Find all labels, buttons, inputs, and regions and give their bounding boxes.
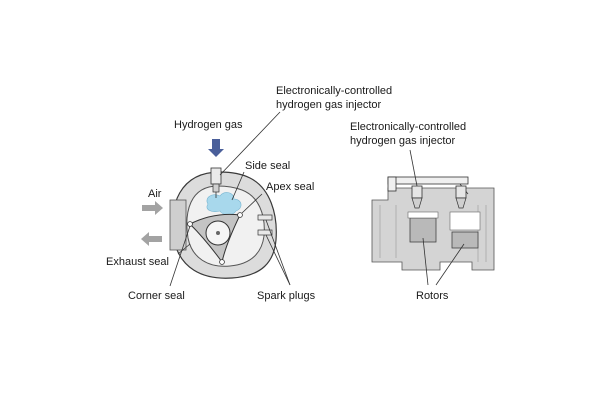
leader-exhaust-seal: [177, 243, 191, 255]
spark-plugs: [257, 214, 273, 236]
air-arrow: [142, 201, 163, 215]
label-injector-right-line1: Electronically-controlled: [350, 121, 466, 133]
label-air: Air: [148, 188, 162, 200]
port-block: [169, 199, 187, 251]
leader-injector-right: [409, 149, 418, 187]
label-injector-right-line2: hydrogen gas injector: [350, 135, 456, 147]
shaft-center: [216, 231, 220, 235]
leader-spark-plug-1: [265, 219, 291, 286]
rotary-engine-left: [141, 111, 291, 287]
leader-corner-seal: [169, 225, 191, 287]
label-corner-seal: Corner seal: [128, 290, 185, 302]
bottom-seal-dot: [219, 259, 225, 265]
hydrogen-injector-left: [210, 167, 222, 198]
leader-rotors-1: [422, 237, 429, 286]
corner-seal-dot: [187, 221, 193, 227]
leader-rotors-2: [435, 243, 465, 286]
label-rotors: Rotors: [416, 290, 449, 302]
label-apex-seal: Apex seal: [266, 181, 314, 193]
leader-side-seal: [231, 171, 245, 201]
label-hydrogen-gas: Hydrogen gas: [174, 119, 243, 131]
label-exhaust-seal: Exhaust seal: [106, 256, 169, 268]
rotor-cross-section: [371, 149, 495, 286]
label-injector-right: Electronically-controlled hydrogen gas i…: [350, 121, 469, 147]
leader-spark-plug-2: [265, 234, 291, 286]
label-injector-left-line2: hydrogen gas injector: [276, 99, 382, 111]
leader-injector-left: [219, 111, 281, 176]
label-spark-plugs: Spark plugs: [257, 290, 316, 302]
label-side-seal: Side seal: [245, 160, 290, 172]
label-injector-left: Electronically-controlled hydrogen gas i…: [276, 85, 395, 111]
hydrogen-injector-right-1: [411, 185, 423, 209]
apex-seal-dot: [237, 212, 243, 218]
leader-apex-seal: [241, 193, 263, 214]
exhaust-arrow: [141, 232, 162, 246]
hydrogen-injector-right-2: [455, 185, 467, 209]
label-injector-left-line1: Electronically-controlled: [276, 85, 392, 97]
rotor-2: [451, 231, 479, 249]
hydrogen-gas-arrow: [208, 139, 224, 157]
